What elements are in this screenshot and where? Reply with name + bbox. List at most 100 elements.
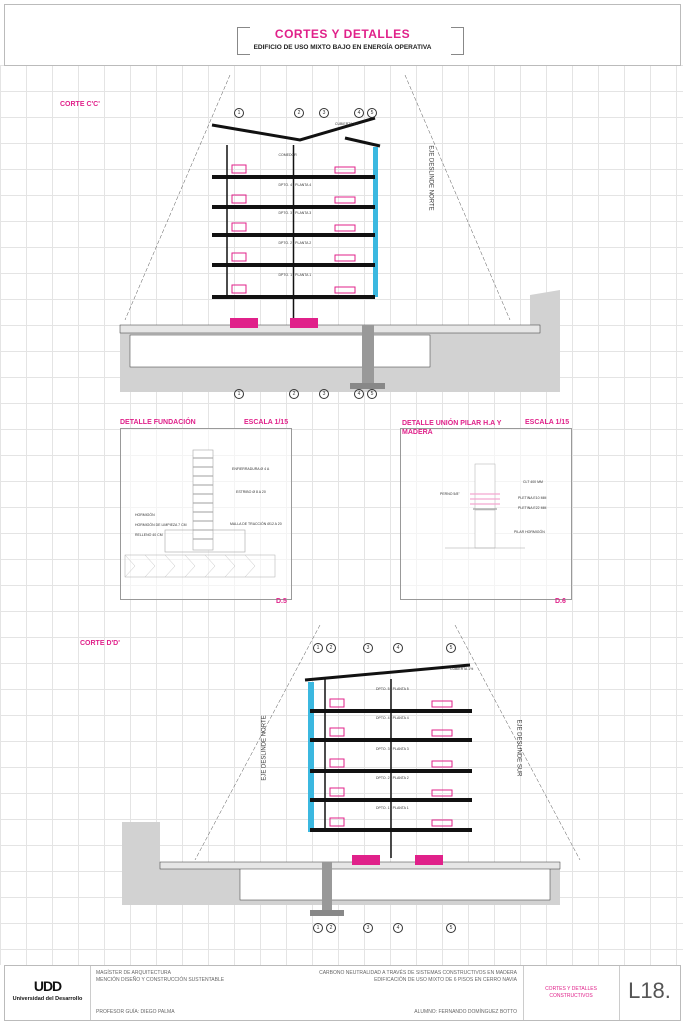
commercial-counter (230, 318, 258, 328)
sheet-header: CORTES Y DETALLES EDIFICIO DE USO MIXTO … (4, 4, 681, 66)
detail-joint-title: DETALLE UNIÓN PILAR H.A Y MADERA (402, 420, 502, 436)
sheet-number: L18. (628, 978, 671, 1003)
axis-marker: 5 (446, 923, 456, 933)
furniture (334, 286, 356, 294)
program-line: MAGÍSTER DE ARQUITECTURA (96, 970, 172, 976)
sheet-name: CORTES Y DETALLES (545, 986, 597, 992)
udd-logo: UDD (33, 978, 62, 994)
furniture (334, 254, 356, 262)
axis-marker: 3 (363, 643, 373, 653)
axis-marker: 4 (354, 389, 364, 399)
axis-marker: 2 (326, 923, 336, 933)
note: ESTRIBO Ø 8 A 20 (236, 490, 266, 494)
floor-label: DPTO. 4 - PLANTA 4 (376, 716, 409, 720)
furniture (431, 700, 453, 708)
furniture (231, 284, 247, 294)
bracket-right (451, 27, 464, 55)
section-dd-roof-label: CUBIERTA 1% (450, 667, 474, 671)
section-cc-roof-label: CUBIERTA 1% (335, 122, 359, 126)
axis-marker: 4 (393, 923, 403, 933)
furniture (231, 194, 247, 204)
logo-cell: UDD Universidad del Desarrollo (5, 966, 91, 1020)
furniture (231, 164, 247, 174)
furniture (329, 817, 345, 827)
floor-label: DPTO. 1 - PLANTA 1 (278, 273, 312, 277)
detail-foundation-scale: ESCALA 1/15 (244, 419, 289, 426)
project-cell: MAGÍSTER DE ARQUITECTURA MENCIÓN DISEÑO … (90, 966, 524, 1020)
detail-joint-code: D.6 (555, 598, 566, 605)
axis-marker: 3 (363, 923, 373, 933)
note: PERNO 5/8" (440, 492, 460, 496)
note: MALLA DE TRACCIÓN Ø12 A 20 (230, 522, 282, 526)
note: PLETINA E22 MM (518, 506, 547, 510)
floor-label: DPTO. 3 - PLANTA 3 (376, 747, 409, 751)
sheet-subtitle: EDIFICIO DE USO MIXTO BAJO EN ENERGÍA OP… (253, 44, 432, 51)
detail-joint-frame (400, 428, 572, 600)
furniture (329, 727, 345, 737)
axis-marker: 2 (289, 389, 299, 399)
furniture (431, 729, 453, 737)
furniture (334, 166, 356, 174)
detail-foundation-code: D.5 (276, 598, 287, 605)
furniture (431, 760, 453, 768)
furniture (329, 758, 345, 768)
note: PILAR HORMIGÓN (514, 530, 545, 534)
axis-marker: 1 (313, 923, 323, 933)
axis-marker: 4 (354, 108, 364, 118)
axis-marker: 5 (367, 108, 377, 118)
note: HORMIGÓN DE LIMPIEZA 7 CM (135, 523, 187, 527)
university-name: Universidad del Desarrollo (12, 996, 83, 1002)
floor-label: DPTO. 2 - PLANTA 2 (376, 776, 409, 780)
furniture (231, 252, 247, 262)
axis-marker: 1 (234, 389, 244, 399)
furniture (334, 196, 356, 204)
axis-marker: 1 (313, 643, 323, 653)
floor-label: COMEDOR (278, 153, 297, 157)
furniture (231, 222, 247, 232)
floor-label: DPTO. 5 - PLANTA 5 (376, 687, 409, 691)
student: ALUMNO: FERNANDO DOMÍNGUEZ BOTTO (414, 1009, 517, 1015)
axis-marker: 3 (319, 389, 329, 399)
program-line: MENCIÓN DISEÑO Y CONSTRUCCIÓN SUSTENTABL… (96, 977, 225, 983)
furniture (329, 698, 345, 708)
note: HORMIGÓN (135, 513, 155, 517)
axis-marker: 2 (294, 108, 304, 118)
thesis-line: CARBONO NEUTRALIDAD A TRAVÉS DE SISTEMAS… (319, 970, 517, 976)
detail-foundation-title: DETALLE FUNDACIÓN (120, 419, 196, 426)
section-cc-drawing (119, 74, 560, 392)
axis-marker: 2 (326, 643, 336, 653)
sheet-title: CORTES Y DETALLES (274, 27, 411, 41)
bracket-left (237, 27, 250, 55)
detail-foundation-frame (120, 428, 292, 600)
section-cc-title: CORTE C'C' (60, 101, 100, 108)
note: PLETINA E10 MM (518, 496, 547, 500)
axis-marker: 3 (319, 108, 329, 118)
floor-label: DPTO. 1 - PLANTA 1 (376, 806, 409, 810)
detail-joint-scale: ESCALA 1/15 (525, 419, 570, 426)
note: CLT 400 MM (523, 480, 543, 484)
furniture (334, 224, 356, 232)
axis-marker: 5 (446, 643, 456, 653)
furniture (329, 787, 345, 797)
furniture (431, 789, 453, 797)
note: ENFIERRADURA Ø 4 A (232, 467, 270, 471)
sheet-footer: UDD Universidad del Desarrollo MAGÍSTER … (4, 965, 681, 1021)
floor-label: DPTO. 4 - PLANTA 4 (278, 183, 312, 187)
section-dd-left-label: EJE DESLINDE NORTE (261, 715, 268, 781)
section-dd-right-label: EJE DESLINDE SUR (515, 719, 522, 777)
floor-label: DPTO. 2 - PLANTA 2 (278, 241, 312, 245)
floor-label: DPTO. 3 - PLANTA 3 (278, 211, 312, 215)
thesis-line: EDIFICACIÓN DE USO MIXTO DE 6 PISOS EN C… (374, 977, 517, 983)
axis-marker: 1 (234, 108, 244, 118)
professor: PROFESOR GUÍA: DIEGO PALMA (96, 1009, 175, 1015)
sheet-name-cell: CORTES Y DETALLES CONSTRUCTIVOS (523, 966, 620, 1020)
commercial-counter (290, 318, 318, 328)
sheet-name: CONSTRUCTIVOS (549, 993, 593, 999)
commercial-counter (352, 855, 380, 865)
section-dd-title: CORTE D'D' (80, 640, 120, 647)
axis-marker: 5 (367, 389, 377, 399)
axis-marker: 4 (393, 643, 403, 653)
section-dd-drawing (122, 624, 581, 916)
note: RELLENO 40 CM (135, 533, 163, 537)
section-cc-side-label: EJE DESLINDE NORTE (427, 145, 434, 211)
